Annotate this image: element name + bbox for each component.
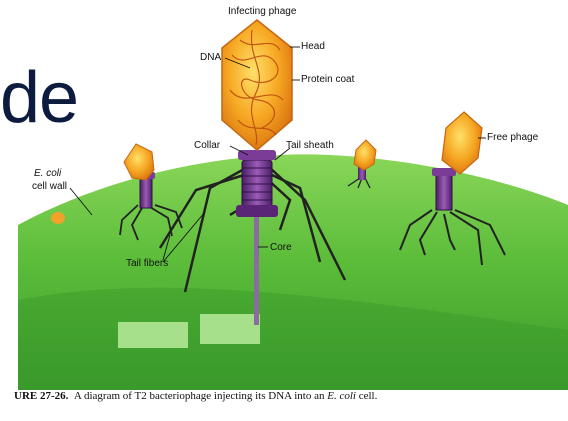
caption-text-before: A diagram of T2 bacteriophage injecting … xyxy=(74,390,325,402)
label-tail-fibers: Tail fibers xyxy=(126,258,168,270)
label-dna: DNA xyxy=(200,52,221,64)
label-free-phage: Free phage xyxy=(487,132,538,144)
infecting-phage-base-plate xyxy=(236,205,278,217)
caption-organism: E. coli xyxy=(327,390,356,402)
free-phage-head xyxy=(442,112,482,174)
caption-figure-number: URE 27-26. xyxy=(14,390,68,402)
caption-text-after: cell. xyxy=(359,390,378,402)
left-phage-head xyxy=(124,144,154,180)
redacted-block xyxy=(200,314,260,344)
label-ecoli-name: E. coli xyxy=(34,168,61,180)
label-core: Core xyxy=(270,242,292,254)
figure-caption: URE 27-26. A diagram of T2 bacteriophage… xyxy=(14,390,377,402)
label-protein-coat: Protein coat xyxy=(301,74,354,86)
label-collar: Collar xyxy=(194,140,220,152)
free-phage-tail xyxy=(436,172,452,210)
label-infecting-phage: Infecting phage xyxy=(228,6,296,18)
small-phage-fragment xyxy=(51,212,65,224)
label-head: Head xyxy=(301,41,325,53)
label-cell-wall: cell wall xyxy=(32,181,67,193)
left-phage-tail xyxy=(140,176,152,208)
redacted-block xyxy=(118,322,188,348)
label-tail-sheath: Tail sheath xyxy=(286,140,334,152)
infecting-phage-collar xyxy=(238,150,276,160)
infecting-phage-head xyxy=(222,20,292,150)
free-phage-collar xyxy=(432,168,456,176)
infecting-phage-core xyxy=(254,215,259,325)
slide-title-partial: de xyxy=(0,58,78,138)
